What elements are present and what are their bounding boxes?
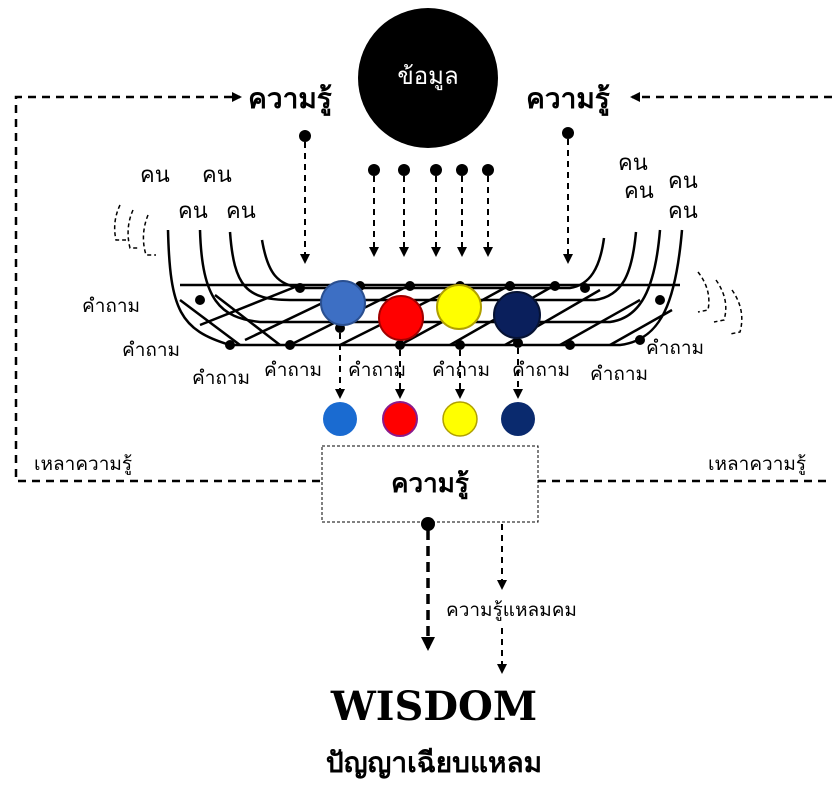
small-yellow	[442, 401, 478, 437]
sharp-knowledge-label: ความรู้แหลมคม	[446, 599, 577, 621]
caught-yellow	[436, 284, 482, 330]
person-label-left-2: คน	[202, 163, 232, 188]
pool-label-right: เหลาความรู้	[708, 453, 806, 475]
knowledge-top-left-label: ความรู้	[248, 82, 332, 116]
knowledge-box-label: ความรู้	[391, 469, 469, 500]
net-knots	[195, 281, 665, 350]
knowledge-box	[321, 445, 539, 523]
knowledge-drop-right	[562, 127, 574, 264]
question-label-8: คำถาม	[590, 363, 648, 385]
motion-marks-left	[113, 204, 156, 256]
question-label-1: คำถาม	[82, 295, 140, 317]
knowledge-top-right-label: ความรู้	[526, 82, 610, 116]
caught-navy	[493, 291, 541, 339]
data-drops	[368, 164, 494, 257]
person-label-right-1: คน	[618, 151, 648, 176]
wisdom-title: WISDOM	[330, 683, 537, 730]
caught-blue	[320, 280, 366, 326]
knowledge-drop-left	[299, 130, 311, 264]
caught-red	[378, 295, 424, 341]
pool-label-left: เหลาความรู้	[34, 453, 132, 475]
question-label-5: คำถาม	[348, 359, 406, 381]
question-label-9: คำถาม	[646, 337, 704, 359]
question-label-2: คำถาม	[122, 339, 180, 361]
data-circle-label: ข้อมูล	[397, 62, 458, 91]
person-label-right-2: คน	[624, 179, 654, 204]
question-label-7: คำถาม	[512, 359, 570, 381]
motion-marks-right	[697, 271, 743, 335]
question-label-6: คำถาม	[432, 359, 490, 381]
small-navy	[501, 402, 535, 436]
net-to-small-arrows	[335, 333, 523, 399]
wisdom-subtitle: ปัญญาเฉียบแหลม	[326, 746, 542, 779]
person-label-left-1: คน	[140, 163, 170, 188]
person-label-left-3: คน	[178, 199, 208, 224]
feedback-loop-right	[538, 97, 832, 483]
person-label-right-3: คน	[668, 169, 698, 194]
person-label-left-4: คน	[226, 199, 256, 224]
data-circle	[358, 8, 498, 148]
net	[166, 229, 684, 347]
small-red	[382, 401, 418, 437]
small-blue	[323, 402, 357, 436]
question-label-3: คำถาม	[192, 367, 250, 389]
person-label-right-4: คน	[668, 199, 698, 224]
output-arrow-main	[421, 517, 435, 651]
question-label-4: คำถาม	[264, 359, 322, 381]
feedback-loop-left	[14, 92, 320, 483]
